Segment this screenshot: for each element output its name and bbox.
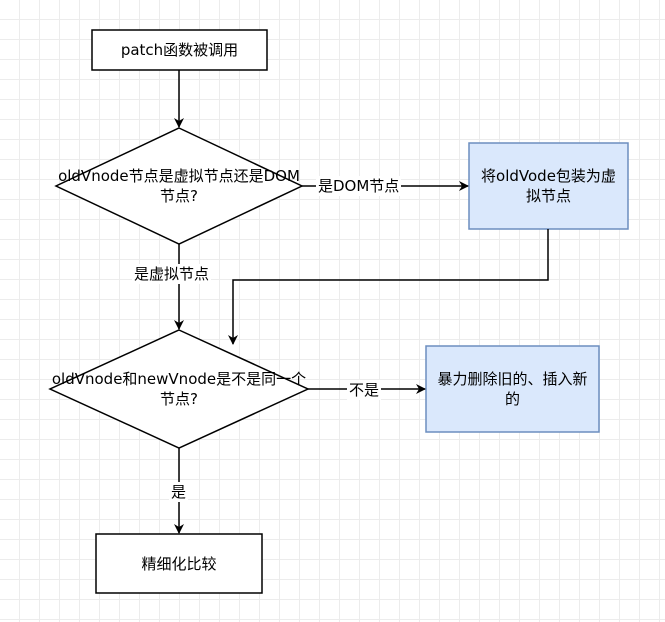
edge-label-is-dom: 是DOM节点 <box>316 176 402 196</box>
edge-label-is-vnode: 是虚拟节点 <box>132 264 212 284</box>
edge-label-not-same: 不是 <box>347 380 382 400</box>
wrap-box-label: 将oldVode包装为虚拟节点 <box>481 167 616 205</box>
edge-label-same: 是 <box>169 482 189 502</box>
refine-box <box>95 533 263 594</box>
decision1-label: oldVnode节点是虚拟节点还是DOM节点? <box>58 167 300 205</box>
start-box <box>91 29 268 71</box>
replace-box-label: 暴力删除旧的、插入新的 <box>437 370 588 408</box>
start-box-label: patch函数被调用 <box>120 41 239 59</box>
refine-box-label: 精细化比较 <box>141 554 217 573</box>
edge-wrap-to-decision2 <box>228 229 549 345</box>
replace-box <box>425 345 600 433</box>
decision2-label: oldVnode和newVnode是不是同一个节点? <box>51 370 307 408</box>
